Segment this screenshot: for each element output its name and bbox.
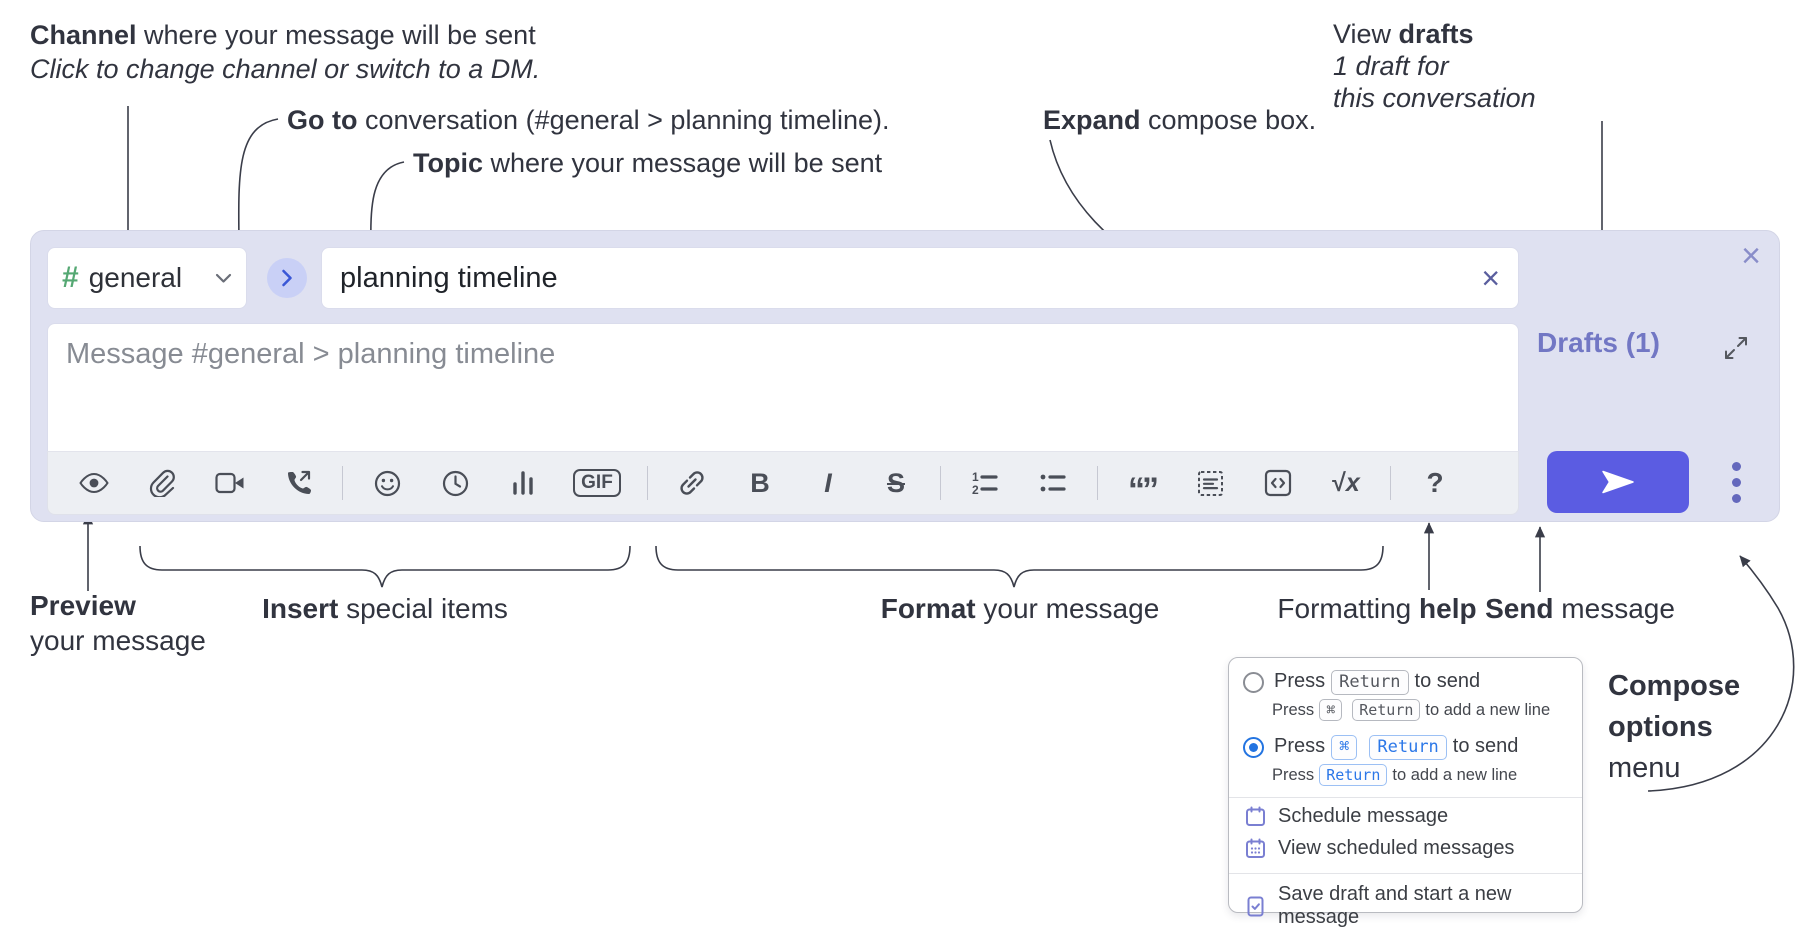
dot <box>1731 477 1741 487</box>
quote-icon[interactable]: “” <box>1128 471 1159 509</box>
menu-divider <box>1229 873 1582 874</box>
compose-box: # general planning timeline × Message #g… <box>30 230 1780 522</box>
channel-name: general <box>88 262 183 293</box>
send-button[interactable] <box>1547 451 1689 513</box>
call-icon[interactable] <box>275 460 321 506</box>
compose-options-button[interactable] <box>1718 451 1754 513</box>
chevron-down-icon <box>215 273 232 283</box>
poll-chart-icon[interactable] <box>500 460 546 506</box>
return-key: Return <box>1352 699 1421 721</box>
compose-options-annotation: Compose options menu <box>1608 670 1741 784</box>
svg-text:1: 1 <box>972 470 979 484</box>
return-key: Return <box>1331 670 1409 695</box>
draft-check-icon <box>1245 896 1266 917</box>
dot <box>1731 461 1741 471</box>
view-drafts-annotation: View drafts 1 draft for this conversatio… <box>1333 19 1536 113</box>
link-icon[interactable] <box>669 460 715 506</box>
calendar-icon <box>1245 806 1266 827</box>
message-placeholder: Message #general > planning timeline <box>66 338 556 370</box>
radio-selected[interactable] <box>1243 737 1264 758</box>
svg-text:2: 2 <box>972 483 979 496</box>
goto-conversation-button[interactable] <box>267 258 307 298</box>
clear-topic-icon[interactable]: × <box>1481 260 1500 296</box>
calendar-grid-icon <box>1245 838 1266 859</box>
channel-selector[interactable]: # general <box>47 247 247 309</box>
goto-annotation: Go to conversation (#general > planning … <box>287 105 890 135</box>
cmd-key: ⌘ <box>1331 735 1358 760</box>
close-compose-icon[interactable]: × <box>1741 237 1761 275</box>
preview-eye-icon[interactable] <box>71 460 117 506</box>
dot <box>1731 493 1741 503</box>
chevron-right-icon <box>282 269 292 287</box>
expand-annotation: Expand compose box. <box>1043 105 1317 135</box>
italic-icon[interactable]: I <box>824 467 832 498</box>
cmd-key: ⌘ <box>1319 699 1343 721</box>
formatting-help-annotation: Formatting help <box>1277 593 1477 624</box>
toolbar-divider <box>1097 466 1098 500</box>
text-block-icon[interactable] <box>1187 460 1233 506</box>
menu-item-view-scheduled[interactable]: View scheduled messages <box>1229 830 1582 862</box>
menu-item-schedule-message[interactable]: Schedule message <box>1229 798 1582 830</box>
send-plane-icon <box>1602 470 1634 494</box>
insert-annotation: Insert special items <box>262 593 508 624</box>
preview-annotation: Preview your message <box>30 590 206 656</box>
channel-annotation: Channel where your message will be sent … <box>30 20 541 84</box>
strikethrough-icon[interactable]: S <box>886 467 905 498</box>
radio-unselected[interactable] <box>1243 672 1264 693</box>
schedule-clock-icon[interactable] <box>432 460 478 506</box>
topic-value: planning timeline <box>340 261 558 294</box>
topic-annotation: Topic where your message will be sent <box>413 148 883 178</box>
formula-icon[interactable]: √x <box>1332 468 1360 497</box>
message-input[interactable]: Message #general > planning timeline <box>47 323 1519 451</box>
toolbar-divider <box>940 466 941 500</box>
formatting-help-icon[interactable]: ? <box>1426 467 1444 498</box>
return-key: Return <box>1369 735 1447 760</box>
bold-icon[interactable]: B <box>750 467 770 498</box>
emoji-icon[interactable] <box>364 460 410 506</box>
format-annotation: Format your message <box>880 593 1160 624</box>
toolbar-divider <box>1390 466 1391 500</box>
attach-paperclip-icon[interactable] <box>139 460 185 506</box>
menu-item-save-draft[interactable]: Save draft and start a new message <box>1229 874 1582 931</box>
menu-divider <box>1229 797 1582 798</box>
bulleted-list-icon[interactable] <box>1030 460 1076 506</box>
toolbar-divider <box>647 466 648 500</box>
drafts-link[interactable]: Drafts (1) <box>1537 327 1660 358</box>
channel-hash-icon: # <box>62 261 79 294</box>
gif-icon[interactable]: GIF <box>568 460 626 506</box>
send-annotation: Send message <box>1485 593 1675 624</box>
return-key: Return <box>1319 764 1388 786</box>
topic-input[interactable]: planning timeline × <box>321 247 1519 309</box>
toolbar-divider <box>342 466 343 500</box>
code-snippet-icon[interactable] <box>1255 460 1301 506</box>
expand-compose-icon[interactable] <box>1723 335 1749 366</box>
video-icon[interactable] <box>207 460 253 506</box>
